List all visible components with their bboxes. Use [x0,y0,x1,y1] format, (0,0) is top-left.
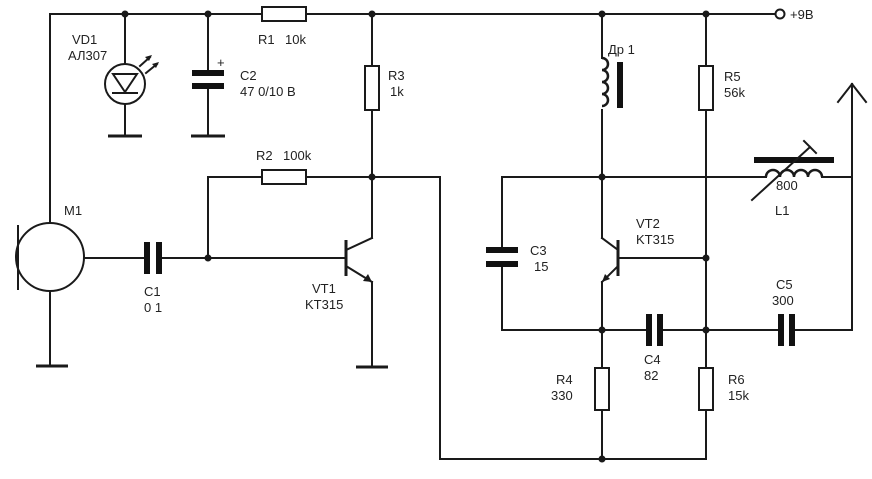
r5-ref: R5 [724,69,741,84]
c1-value: 0 1 [144,300,162,315]
resistor-r6: R6 15k [698,367,749,411]
c4-value: 82 [644,368,658,383]
c2-value: 47 0/10 В [240,84,296,99]
c5-value: 300 [772,293,794,308]
supply-terminal [774,8,786,20]
microphone-m1: M1 [15,203,85,368]
r5-value: 56k [724,85,745,100]
r4-ref: R4 [556,372,573,387]
r4-value: 330 [551,388,573,403]
c4-ref: C4 [644,352,661,367]
capacitor-c1: C1 0 1 [144,242,162,315]
r6-ref: R6 [728,372,745,387]
vd1-ref: VD1 [72,32,97,47]
capacitor-c5: C5 300 [772,277,795,346]
r3-value: 1k [390,84,404,99]
c2-ref: C2 [240,68,257,83]
r3-ref: R3 [388,68,405,83]
resistor-r2: R2 100k [256,148,312,185]
c3-value: 15 [534,259,548,274]
r2-value: 100k [283,148,312,163]
vt1-value: KT315 [305,297,343,312]
r1-ref: R1 [258,32,275,47]
transistor-vt2: VT2 KT315 [600,216,674,284]
capacitor-c3: C3 15 [486,243,548,274]
capacitor-c2: + C2 47 0/10 В [191,55,296,138]
l1-ref: L1 [775,203,789,218]
r2-ref: R2 [256,148,273,163]
r6-value: 15k [728,388,749,403]
dr1-ref: Др 1 [608,42,635,57]
vt2-ref: VT2 [636,216,660,231]
vt1-ref: VT1 [312,281,336,296]
resistor-r3: R3 1k [364,65,405,111]
supply-label: +9В [790,7,814,22]
vd1-value: АЛ307 [68,48,107,63]
resistor-r5: R5 56k [698,65,745,111]
inductor-l1: L1 800 [750,139,834,218]
resistor-r4: R4 330 [551,367,610,411]
l1-value: 800 [776,178,798,193]
transistor-vt1: VT1 KT315 [305,236,388,369]
c2-polarity: + [217,55,225,70]
vt2-value: KT315 [636,232,674,247]
c3-ref: C3 [530,243,547,258]
junctions [121,10,710,463]
c1-ref: C1 [144,284,161,299]
c5-ref: C5 [776,277,793,292]
wires [49,13,853,460]
resistor-r1: R1 10k [258,6,307,47]
inductor-dr1: Др 1 [601,42,635,108]
r1-value: 10k [285,32,306,47]
capacitor-c4: C4 82 [644,314,663,383]
led-vd1: VD1 АЛ307 [68,32,159,138]
antenna [836,82,868,104]
m1-ref: M1 [64,203,82,218]
